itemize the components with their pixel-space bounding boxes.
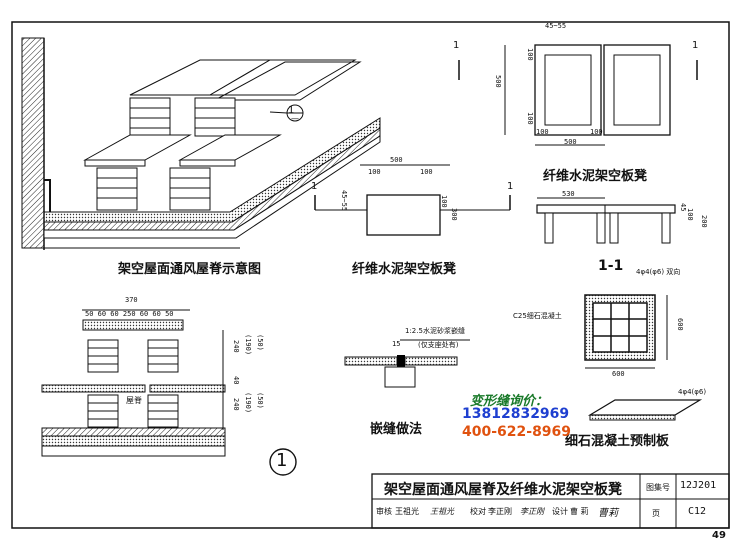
sheet-border — [11, 21, 730, 529]
detail-ref-top: 1 — [288, 105, 295, 116]
detail-circle — [269, 448, 297, 476]
design-signature: 曹莉 — [598, 508, 618, 519]
atlas-number: 12J201 — [680, 480, 717, 491]
section-mark-left-mid: 1 — [311, 181, 318, 192]
caption-section-1-1: 1-1 — [598, 258, 624, 274]
dim-rs-v2: (190) — [244, 334, 252, 356]
stool-elevation-drawing — [536, 197, 676, 244]
note-rebar-bottom: 4φ4(φ6) — [678, 388, 707, 396]
dim-se-1: 530 — [562, 190, 575, 198]
caption-precast-slab: 细石混凝土预制板 — [565, 434, 670, 449]
dim-tr-7: 500 — [564, 138, 577, 146]
dim-rs-v6: (50) — [256, 392, 264, 409]
dim-slab-1: 600 — [612, 370, 625, 378]
note-c25: C25细石混凝土 — [513, 312, 562, 320]
dim-se-3: 100 — [686, 208, 694, 221]
dim-tr-4: 100 — [526, 112, 534, 125]
dim-sp-4: 45~55 — [340, 190, 348, 212]
dim-se-4: 200 — [700, 215, 708, 228]
page-code: C12 — [688, 506, 707, 517]
dim-rs-v7: 40 — [232, 376, 240, 385]
dim-rs-v1: 240 — [232, 340, 240, 353]
caption-ridge-schematic: 架空屋面通风屋脊示意图 — [118, 262, 262, 277]
dim-sp-5: 300 — [450, 208, 458, 221]
dim-tr-1: 45~55 — [545, 22, 567, 30]
section-mark-right-mid: 1 — [507, 181, 514, 192]
dim-rs-v5: (190) — [244, 392, 252, 414]
section-mark-left-top: 1 — [453, 40, 460, 51]
title-block-title: 架空屋面通风屋脊及纤维水泥架空板凳 — [384, 482, 622, 498]
review-label: 审核 — [376, 507, 392, 516]
ridge-section-drawing — [41, 309, 297, 476]
page-number: 49 — [712, 530, 726, 541]
slab-section-drawing — [584, 294, 703, 421]
check-signature: 李正刚 — [520, 507, 544, 516]
advert-phone-hotline[interactable]: 400-622-8969 — [462, 424, 572, 440]
detail-number: 1 — [276, 450, 288, 471]
dim-rs-sub: 50 60 60 250 60 60 50 — [85, 310, 174, 318]
dim-sp-6: 100 — [440, 195, 448, 208]
advert-line1: 变形缝询价： — [470, 394, 549, 409]
design-label: 设计 — [552, 507, 568, 516]
review-name: 王祖光 — [395, 507, 419, 516]
check-label: 校对 — [470, 507, 486, 516]
dim-rs-v3: (50) — [256, 334, 264, 351]
dim-rs-v4: 240 — [232, 398, 240, 411]
dim-rs-top: 370 — [125, 296, 138, 304]
dim-tr-3: 100 — [526, 48, 534, 61]
caption-stool-plan: 纤维水泥架空板凳 — [352, 262, 457, 277]
dim-sp-3: 100 — [420, 168, 433, 176]
dim-tr-6: 100 — [590, 128, 603, 136]
joint-detail-drawing — [344, 339, 470, 388]
dim-sp-2: 100 — [368, 168, 381, 176]
stool-plan-top-right — [458, 44, 698, 146]
note-ridge: 屋脊 — [126, 396, 142, 405]
note-mortar-1: 1:2.5水泥砂浆嵌缝 — [405, 327, 465, 335]
stool-plan-middle — [314, 164, 511, 236]
note-rebar-top: 4φ4(φ6) 双向 — [636, 268, 681, 276]
ridge-schematic-drawing — [21, 37, 381, 250]
dim-slab-2: 600 — [676, 318, 684, 331]
dim-tr-2: 500 — [494, 75, 502, 88]
note-mortar-2: (仅支座处有) — [418, 341, 459, 349]
dim-tr-5: 100 — [536, 128, 549, 136]
dim-joint-1: 15 — [392, 340, 401, 348]
section-mark-right-top: 1 — [692, 40, 699, 51]
review-signature: 王祖光 — [430, 507, 454, 516]
atlas-label: 图集号 — [646, 483, 670, 492]
dim-sp-1: 500 — [390, 156, 403, 164]
caption-stool-elevation: 纤维水泥架空板凳 — [543, 169, 648, 184]
caption-joint-method: 嵌缝做法 — [370, 422, 423, 437]
advert-phone-mobile[interactable]: 13812832969 — [462, 406, 570, 422]
check-name: 李正刚 — [488, 507, 512, 516]
dim-se-2: 45 — [679, 203, 687, 212]
page-label: 页 — [652, 509, 660, 518]
design-name: 曹 莉 — [570, 507, 589, 516]
detail-ref-bottom: — — [291, 114, 299, 123]
title-block-lines — [371, 473, 730, 529]
